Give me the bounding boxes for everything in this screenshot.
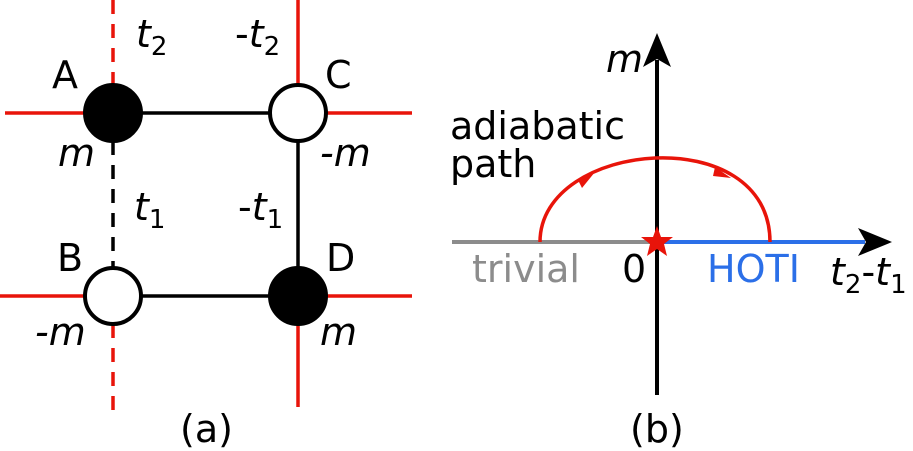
panel-a-lattice: A C B D m -m -m m t2 -t2 t1 -t1 (a) bbox=[0, 0, 412, 451]
site-c-mass: -m bbox=[320, 131, 371, 175]
origin-star-icon bbox=[641, 226, 673, 256]
site-b-mass: -m bbox=[35, 310, 86, 354]
site-d bbox=[268, 266, 328, 326]
site-d-mass: m bbox=[320, 310, 357, 354]
hopping-t1-label: t1 bbox=[134, 185, 165, 235]
x-axis-label: t2-t1 bbox=[830, 250, 907, 300]
site-d-label: D bbox=[326, 236, 355, 280]
site-a bbox=[83, 83, 143, 143]
panel-a-caption: (a) bbox=[180, 407, 233, 451]
y-axis-label: m bbox=[606, 37, 643, 81]
adiabatic-path-arc bbox=[538, 156, 772, 243]
site-b bbox=[83, 266, 143, 326]
path-arrow-left bbox=[578, 172, 595, 188]
adiabatic-label-line2: path bbox=[450, 142, 536, 186]
trivial-label: trivial bbox=[472, 247, 580, 291]
origin-label: 0 bbox=[622, 247, 646, 291]
x-axis-arrowhead bbox=[858, 228, 892, 256]
hoti-label: HOTI bbox=[707, 247, 800, 291]
hopping-t2-label: t2 bbox=[136, 12, 167, 62]
panel-b-phase-diagram: m adiabatic path trivial 0 HOTI t2-t1 (b… bbox=[450, 33, 907, 451]
panel-b-caption: (b) bbox=[630, 407, 684, 451]
path-arrow-right bbox=[713, 167, 731, 178]
site-c bbox=[268, 83, 328, 143]
hopping-minus-t2-label: -t2 bbox=[235, 12, 280, 62]
site-c-label: C bbox=[325, 53, 352, 97]
site-a-mass: m bbox=[58, 131, 95, 175]
y-axis-arrowhead bbox=[643, 33, 671, 67]
site-a-label: A bbox=[52, 53, 78, 97]
hopping-minus-t1-label: -t1 bbox=[238, 185, 283, 235]
site-b-label: B bbox=[57, 236, 83, 280]
adiabatic-label-line1: adiabatic bbox=[450, 104, 625, 148]
